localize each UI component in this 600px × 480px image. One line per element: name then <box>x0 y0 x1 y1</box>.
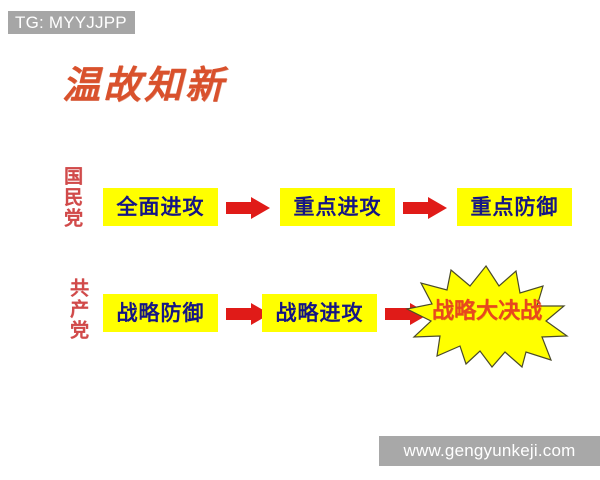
stage-box-cpc-2[interactable]: 战略进攻 <box>262 294 377 332</box>
arrow-right-icon <box>226 197 270 219</box>
stage-box-cpc-1[interactable]: 战略防御 <box>103 294 218 332</box>
site-watermark: www.gengyunkeji.com <box>379 436 600 466</box>
party-label-kmt: 国民党 <box>61 166 83 229</box>
diagram-row-cpc: 共产党 战略防御 战略进攻 战略大决战 <box>0 264 600 369</box>
arrow-right-icon <box>403 197 447 219</box>
tg-badge: TG: MYYJJPP <box>8 11 135 34</box>
page-title: 温故知新 <box>62 62 227 107</box>
stage-box-kmt-1[interactable]: 全面进攻 <box>103 188 218 226</box>
diagram-row-kmt: 国民党 全面进攻 重点进攻 重点防御 <box>0 166 600 234</box>
stage-box-kmt-3[interactable]: 重点防御 <box>457 188 572 226</box>
starburst-label: 战略大决战 <box>431 299 542 324</box>
starburst-icon <box>405 264 569 369</box>
party-label-cpc: 共产党 <box>67 278 89 341</box>
arrow-right-icon <box>226 303 270 325</box>
starburst-callout[interactable]: 战略大决战 <box>404 264 569 369</box>
stage-box-kmt-2[interactable]: 重点进攻 <box>280 188 395 226</box>
